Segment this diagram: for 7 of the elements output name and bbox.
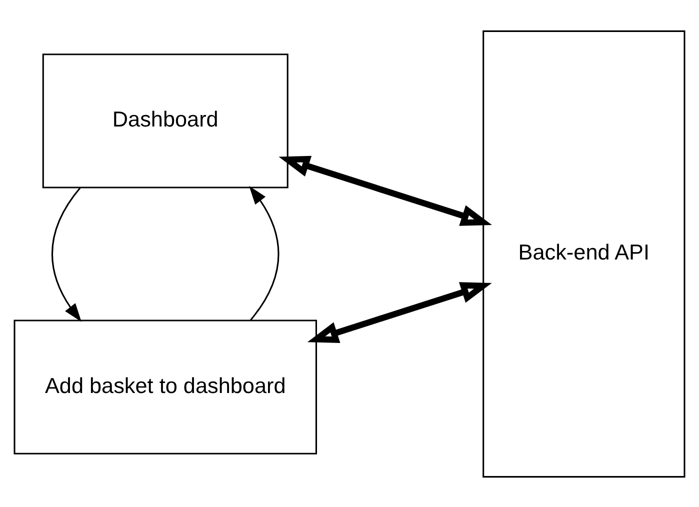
arrow [278, 155, 492, 226]
arrow [52, 186, 82, 322]
node-box: Add basket to dashboard [14, 319, 317, 454]
arrow [307, 282, 492, 342]
node-box: Dashboard [42, 53, 288, 188]
arrow [249, 185, 280, 320]
node-box: Back-end API [482, 30, 686, 478]
